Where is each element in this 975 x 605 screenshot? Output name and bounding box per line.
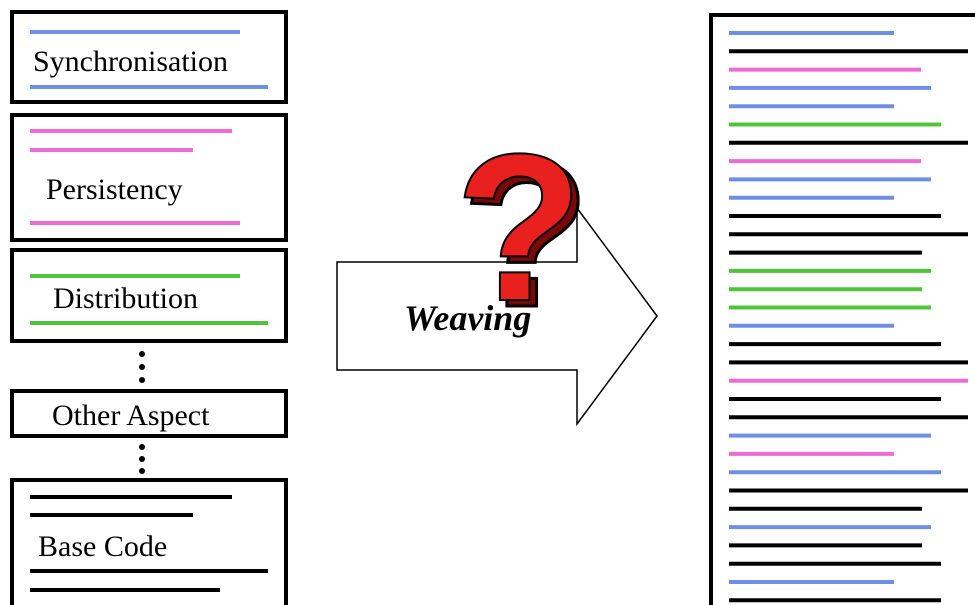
question-mark-icon: ? ? (454, 109, 592, 353)
aspect-label-persistency: Persistency (46, 173, 183, 206)
aspect-box-distribution: Distribution (10, 248, 288, 343)
ellipsis-dots (139, 351, 145, 383)
aspect-label-synchronisation: Synchronisation (33, 45, 228, 78)
weaving-label: Weaving (404, 298, 531, 338)
aspect-box-persistency: Persistency (10, 113, 288, 242)
weaving-arrow (336, 205, 658, 427)
aspect-box-synchronisation: Synchronisation (10, 10, 288, 104)
ellipsis-dots (139, 444, 145, 474)
svg-text:?: ? (455, 110, 583, 345)
aspect-label-other: Other Aspect (52, 399, 210, 432)
aspect-box-other: Other Aspect (10, 389, 288, 438)
svg-text:?: ? (462, 116, 590, 351)
aspect-label-distribution: Distribution (53, 282, 198, 315)
woven-code-lines (729, 31, 968, 603)
aspect-box-base-code: Base Code (10, 478, 288, 605)
woven-code-box (709, 13, 975, 605)
aspect-label-base-code: Base Code (38, 530, 167, 563)
